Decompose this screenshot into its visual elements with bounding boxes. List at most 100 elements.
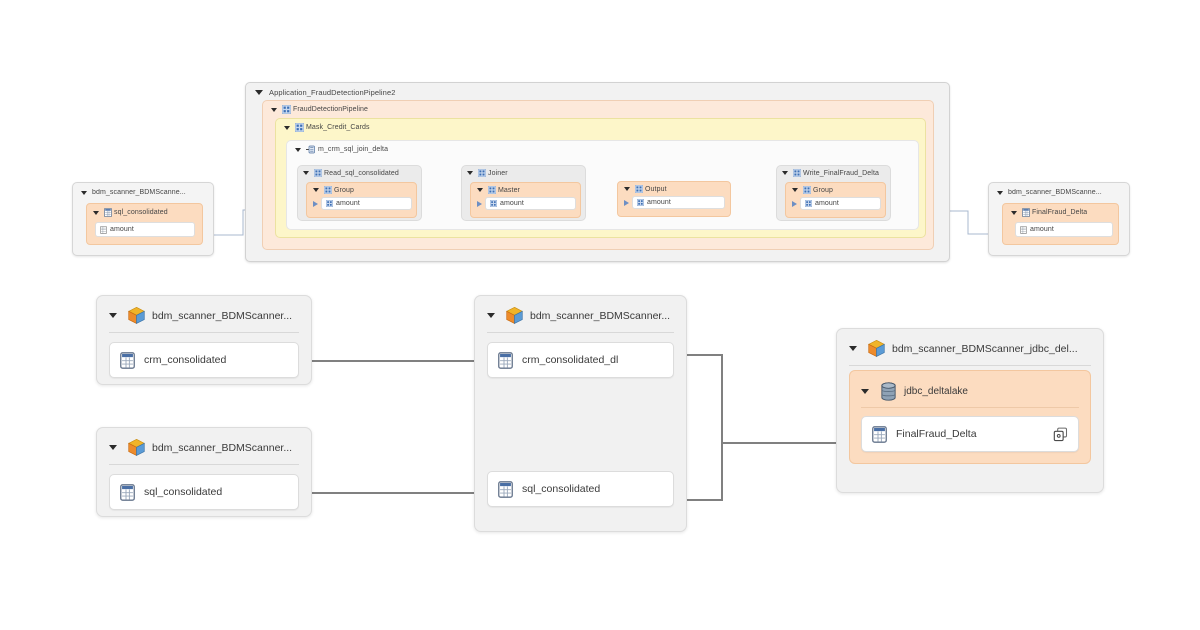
field-label: amount (647, 199, 671, 206)
table-icon (872, 425, 887, 443)
table-row[interactable]: crm_consolidated (109, 342, 299, 378)
chevron-down-icon[interactable] (271, 107, 277, 112)
copy-icon[interactable] (1053, 427, 1068, 442)
table-row[interactable]: sql_consolidated (109, 474, 299, 510)
table-icon (104, 208, 112, 217)
chevron-down-icon[interactable] (255, 90, 263, 95)
transformation-icon (805, 200, 812, 207)
table-finalfraud-delta[interactable]: FinalFraud_Delta amount (1002, 203, 1119, 245)
port-group-label: Master (498, 186, 520, 194)
chevron-down-icon[interactable] (624, 187, 630, 191)
resource-label: bdm_scanner_BDMScanne... (92, 189, 186, 196)
transformation-icon (488, 186, 496, 194)
mapping-group-label: Mask_Credit_Cards (306, 124, 370, 131)
transformation-icon (478, 169, 486, 177)
transformation-read-sql-consolidated[interactable]: Read_sql_consolidated Group amount (297, 165, 422, 221)
field-amount[interactable]: amount (632, 196, 725, 209)
transformation-label: Write_FinalFraud_Delta (803, 169, 879, 177)
chevron-down-icon[interactable] (81, 190, 87, 195)
resource-label: bdm_scanner_BDMScanner... (152, 309, 293, 322)
chevron-right-icon[interactable] (477, 201, 482, 207)
port-group-label: Group (813, 186, 833, 194)
chevron-down-icon[interactable] (313, 188, 319, 192)
chevron-down-icon[interactable] (849, 346, 857, 351)
field-label: amount (1030, 226, 1054, 233)
lineage-source-stub-card[interactable]: bdm_scanner_BDMScanne... sql_consolidate… (72, 182, 214, 256)
cube-icon (127, 306, 146, 325)
chevron-down-icon[interactable] (284, 125, 290, 130)
chevron-down-icon[interactable] (782, 171, 788, 175)
divider (487, 332, 674, 333)
table-label: crm_consolidated_dl (522, 354, 619, 366)
table-label: crm_consolidated (144, 354, 227, 366)
table-label: FinalFraud_Delta (1032, 209, 1088, 216)
field-label: amount (110, 226, 134, 233)
graph-node-source-sql[interactable]: bdm_scanner_BDMScanner... sql_consolidat… (96, 427, 312, 517)
field-amount[interactable]: amount (1015, 222, 1113, 237)
pipeline-label: FraudDetectionPipeline (293, 106, 368, 113)
field-amount[interactable]: amount (95, 222, 195, 237)
cube-icon (867, 339, 886, 358)
chevron-down-icon[interactable] (792, 188, 798, 192)
resource-label: bdm_scanner_BDMScanner_jdbc_del... (892, 342, 1078, 355)
transformation-write-finalfraud-delta[interactable]: Write_FinalFraud_Delta Group amount (776, 165, 891, 221)
schema-jdbc-deltalake[interactable]: jdbc_deltalake FinalFraud_Delta (849, 370, 1091, 464)
graph-node-mid[interactable]: bdm_scanner_BDMScanner... crm_consolidat… (474, 295, 687, 532)
transformation-icon (295, 123, 304, 132)
port-master[interactable]: Master amount (470, 182, 581, 218)
chevron-down-icon[interactable] (109, 313, 117, 318)
mapping-icon (306, 145, 316, 154)
column-icon (100, 225, 107, 234)
column-icon (1020, 225, 1027, 234)
divider (849, 365, 1091, 366)
chevron-right-icon[interactable] (624, 200, 629, 206)
port-output-label: Output (645, 185, 667, 193)
lineage-target-stub-card[interactable]: bdm_scanner_BDMScanne... FinalFraud_Delt… (988, 182, 1130, 256)
table-icon (498, 351, 513, 369)
transformation-icon (635, 185, 643, 193)
chevron-down-icon[interactable] (1011, 210, 1017, 215)
chevron-down-icon[interactable] (467, 171, 473, 175)
mapping-label: m_crm_sql_join_delta (318, 146, 389, 153)
transformation-icon (793, 169, 801, 177)
chevron-down-icon[interactable] (997, 190, 1003, 195)
chevron-down-icon[interactable] (295, 147, 301, 152)
table-sql-consolidated[interactable]: sql_consolidated amount (86, 203, 203, 245)
field-amount[interactable]: amount (321, 197, 412, 210)
chevron-down-icon[interactable] (109, 445, 117, 450)
chevron-right-icon[interactable] (313, 201, 318, 207)
table-label: sql_consolidated (522, 483, 601, 495)
graph-node-source-crm[interactable]: bdm_scanner_BDMScanner... crm_consolidat… (96, 295, 312, 385)
chevron-down-icon[interactable] (93, 210, 99, 215)
divider (109, 464, 299, 465)
table-row[interactable]: FinalFraud_Delta (861, 416, 1079, 452)
field-amount[interactable]: amount (485, 197, 576, 210)
chevron-right-icon[interactable] (792, 201, 797, 207)
chevron-down-icon[interactable] (477, 188, 483, 192)
chevron-down-icon[interactable] (487, 313, 495, 318)
graph-node-target[interactable]: bdm_scanner_BDMScanner_jdbc_del... jdbc_… (836, 328, 1104, 493)
resource-label: bdm_scanner_BDMScanne... (1008, 189, 1102, 196)
field-label: amount (336, 200, 360, 207)
table-icon (498, 480, 513, 498)
transformation-icon (326, 200, 333, 207)
table-label: sql_consolidated (114, 209, 168, 216)
database-icon (880, 382, 897, 401)
field-amount[interactable]: amount (800, 197, 881, 210)
chevron-down-icon[interactable] (861, 389, 869, 394)
transformation-icon (314, 169, 322, 177)
transformation-joiner[interactable]: Joiner Master amount (461, 165, 586, 221)
port-group[interactable]: Group amount (785, 182, 886, 218)
transformation-icon (490, 200, 497, 207)
transformation-icon (282, 105, 291, 114)
port-group[interactable]: Group amount (306, 182, 417, 218)
application-label: Application_FraudDetectionPipeline2 (269, 88, 396, 97)
table-row[interactable]: crm_consolidated_dl (487, 342, 674, 378)
port-group-label: Group (334, 186, 354, 194)
port-output[interactable]: Output amount (617, 181, 731, 217)
transformation-icon (803, 186, 811, 194)
table-icon (120, 483, 135, 501)
table-row[interactable]: sql_consolidated (487, 471, 674, 507)
chevron-down-icon[interactable] (303, 171, 309, 175)
